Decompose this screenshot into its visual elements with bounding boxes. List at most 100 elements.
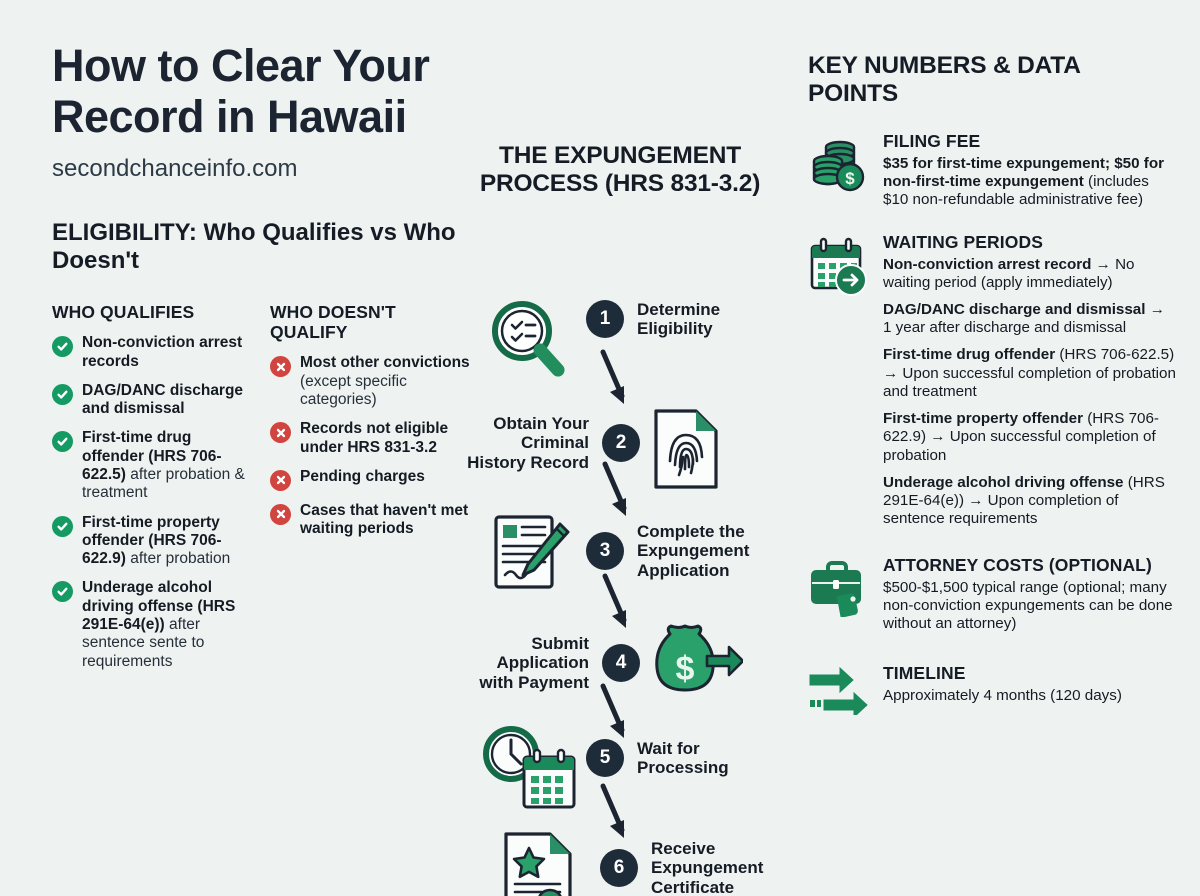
list-item-label: DAG/DANC discharge and dismissal xyxy=(82,381,244,418)
x-circle-icon xyxy=(270,503,291,525)
list-item-label: First-time property offender (HRS 706-62… xyxy=(82,513,231,568)
process-title: THE EXPUNGEMENT PROCESS (HRS 831-3.2) xyxy=(479,142,761,197)
who-qualifies-column: WHO QUALIFIES Non-conviction arrest reco… xyxy=(52,302,252,682)
list-item: Underage alcohol driving offense (HRS 29… xyxy=(52,579,252,670)
list-item-label: Non-conviction arrest records xyxy=(82,334,243,370)
step-label-1: Determine Eligibility xyxy=(637,299,721,339)
left-column: How to Clear Your Record in Hawaii secon… xyxy=(52,40,472,682)
coins-stack-icon: $ xyxy=(808,131,870,202)
step-label-3: Complete the Expungement Application xyxy=(637,521,750,580)
key-block-lines: $35 for first-time expungement; $50 for … xyxy=(883,155,1176,210)
process-step-2[interactable]: Obtain Your Criminal History Record 2 xyxy=(460,414,640,472)
list-item-label: First-time drug offender (HRS 706-622.5)… xyxy=(82,429,245,502)
process-column: THE EXPUNGEMENT PROCESS (HRS 831-3.2) xyxy=(467,142,770,896)
list-item: DAG/DANC discharge and dismissal xyxy=(52,382,252,419)
flow-arrow-2 xyxy=(600,460,640,531)
key-numbers-column: KEY NUMBERS & DATA POINTS xyxy=(808,52,1176,720)
who-doesnt-qualify-column: WHO DOESN'T QUALIFY Most other convictio… xyxy=(270,302,470,682)
check-circle-icon xyxy=(52,383,73,405)
list-item: Cases that haven't met waiting periods xyxy=(270,502,470,539)
process-step-1[interactable]: 1 Determine Eligibility xyxy=(586,300,770,339)
step-label-2: Obtain Your Criminal History Record xyxy=(467,413,589,472)
process-step-5[interactable]: 5 Wait for Processing xyxy=(586,739,770,778)
site-url: secondchanceinfo.com xyxy=(52,154,298,182)
list-item: Non-conviction arrest records xyxy=(52,334,252,371)
key-numbers-title: KEY NUMBERS & DATA POINTS xyxy=(808,52,1080,108)
flow-arrow-4 xyxy=(598,682,638,753)
step-number-3: 3 xyxy=(586,531,624,570)
who-doesnt-qualify-list: Most other convictions (except specific … xyxy=(270,354,470,538)
step-label-5: Wait for Processing xyxy=(637,738,729,778)
x-circle-icon xyxy=(270,356,291,378)
key-block-line: First-time drug offender (HRS 706-622.5)… xyxy=(883,346,1176,400)
step-label-6: Receive Expungement Certificate xyxy=(651,838,764,896)
key-block-lines: Approximately 4 months (120 days) xyxy=(883,687,1176,705)
step-number-1: 1 xyxy=(586,300,624,339)
list-item: Most other convictions (except specific … xyxy=(270,354,470,409)
eligibility-columns: WHO QUALIFIES Non-conviction arrest reco… xyxy=(52,302,472,682)
list-item-label: Pending charges xyxy=(300,467,425,485)
list-item-label: Most other convictions (except specific … xyxy=(300,354,470,408)
check-circle-icon xyxy=(52,515,73,537)
list-item: First-time property offender (HRS 706-62… xyxy=(52,514,252,569)
key-block-body: ATTORNEY COSTS (OPTIONAL) $500-$1,500 ty… xyxy=(883,555,1176,634)
list-item: Records not eligible under HRS 831-3.2 xyxy=(270,420,470,457)
briefcase-tag-icon xyxy=(808,555,870,622)
certificate-icon xyxy=(498,830,582,896)
list-item: Pending charges xyxy=(270,468,470,491)
svg-text:$: $ xyxy=(676,650,695,688)
who-qualifies-heading: WHO QUALIFIES xyxy=(52,302,195,323)
process-flow: $ xyxy=(467,224,770,896)
flow-arrow-3 xyxy=(600,572,640,643)
key-block-body: FILING FEE $35 for first-time expungemen… xyxy=(883,131,1176,210)
step-number-6: 6 xyxy=(600,848,638,887)
step-number-2: 2 xyxy=(602,423,640,462)
key-block-line: $500-$1,500 typical range (optional; man… xyxy=(883,578,1173,633)
x-circle-icon xyxy=(270,469,291,491)
key-block-body: WAITING PERIODS Non-conviction arrest re… xyxy=(883,232,1176,529)
key-block-title: WAITING PERIODS xyxy=(883,231,1043,252)
form-pen-icon xyxy=(490,512,572,601)
eligibility-heading: ELIGIBILITY: Who Qualifies vs Who Doesn'… xyxy=(52,218,456,275)
key-block-lines: $500-$1,500 typical range (optional; man… xyxy=(883,579,1176,634)
calendar-arrow-icon xyxy=(808,232,870,303)
process-step-6[interactable]: 6 Receive Expungement Certificate xyxy=(600,839,770,896)
key-block-line: DAG/DANC discharge and dismissal → 1 yea… xyxy=(883,300,1165,337)
key-block-title: TIMELINE xyxy=(883,663,966,684)
process-step-4[interactable]: Submit Application with Payment 4 xyxy=(460,634,640,692)
key-block-attorney-costs: ATTORNEY COSTS (OPTIONAL) $500-$1,500 ty… xyxy=(808,555,1176,634)
double-arrow-icon xyxy=(808,663,870,720)
key-block-waiting-periods: WAITING PERIODS Non-conviction arrest re… xyxy=(808,232,1176,529)
list-item-label: Cases that haven't met waiting periods xyxy=(300,501,469,538)
key-block-timeline: TIMELINE Approximately 4 months (120 day… xyxy=(808,663,1176,720)
step-number-4: 4 xyxy=(602,643,640,682)
key-block-body: TIMELINE Approximately 4 months (120 day… xyxy=(883,663,1176,705)
flow-arrow-5 xyxy=(598,782,638,853)
magnifier-checklist-icon xyxy=(482,294,574,391)
key-block-line: Approximately 4 months (120 days) xyxy=(883,687,1122,705)
check-circle-icon xyxy=(52,581,73,603)
list-item: First-time drug offender (HRS 706-622.5)… xyxy=(52,429,252,502)
clock-calendar-icon xyxy=(480,724,580,821)
svg-text:$: $ xyxy=(845,169,855,188)
key-block-line: $35 for first-time expungement; $50 for … xyxy=(883,154,1165,209)
page-title: How to Clear Your Record in Hawaii xyxy=(52,40,430,143)
check-circle-icon xyxy=(52,431,73,453)
key-block-line: Underage alcohol driving offense (HRS 29… xyxy=(883,473,1165,528)
key-block-title: ATTORNEY COSTS (OPTIONAL) xyxy=(883,554,1152,575)
key-block-line: Non-conviction arrest record → No waitin… xyxy=(883,255,1135,291)
check-circle-icon xyxy=(52,336,73,358)
flow-arrow-1 xyxy=(598,348,638,419)
step-label-4: Submit Application with Payment xyxy=(479,633,589,692)
key-block-line: First-time property offender (HRS 706-62… xyxy=(883,410,1159,464)
key-block-title: FILING FEE xyxy=(883,130,981,151)
list-item-label: Underage alcohol driving offense (HRS 29… xyxy=(82,579,236,670)
process-step-3[interactable]: 3 Complete the Expungement Application xyxy=(586,522,770,580)
fingerprint-document-icon xyxy=(650,407,722,496)
key-block-filing-fee: $ FILING FEE $35 for first-time expungem… xyxy=(808,131,1176,210)
key-block-lines: Non-conviction arrest record → No waitin… xyxy=(883,256,1176,529)
money-bag-arrow-icon: $ xyxy=(643,622,745,701)
list-item-label: Records not eligible under HRS 831-3.2 xyxy=(300,420,449,456)
